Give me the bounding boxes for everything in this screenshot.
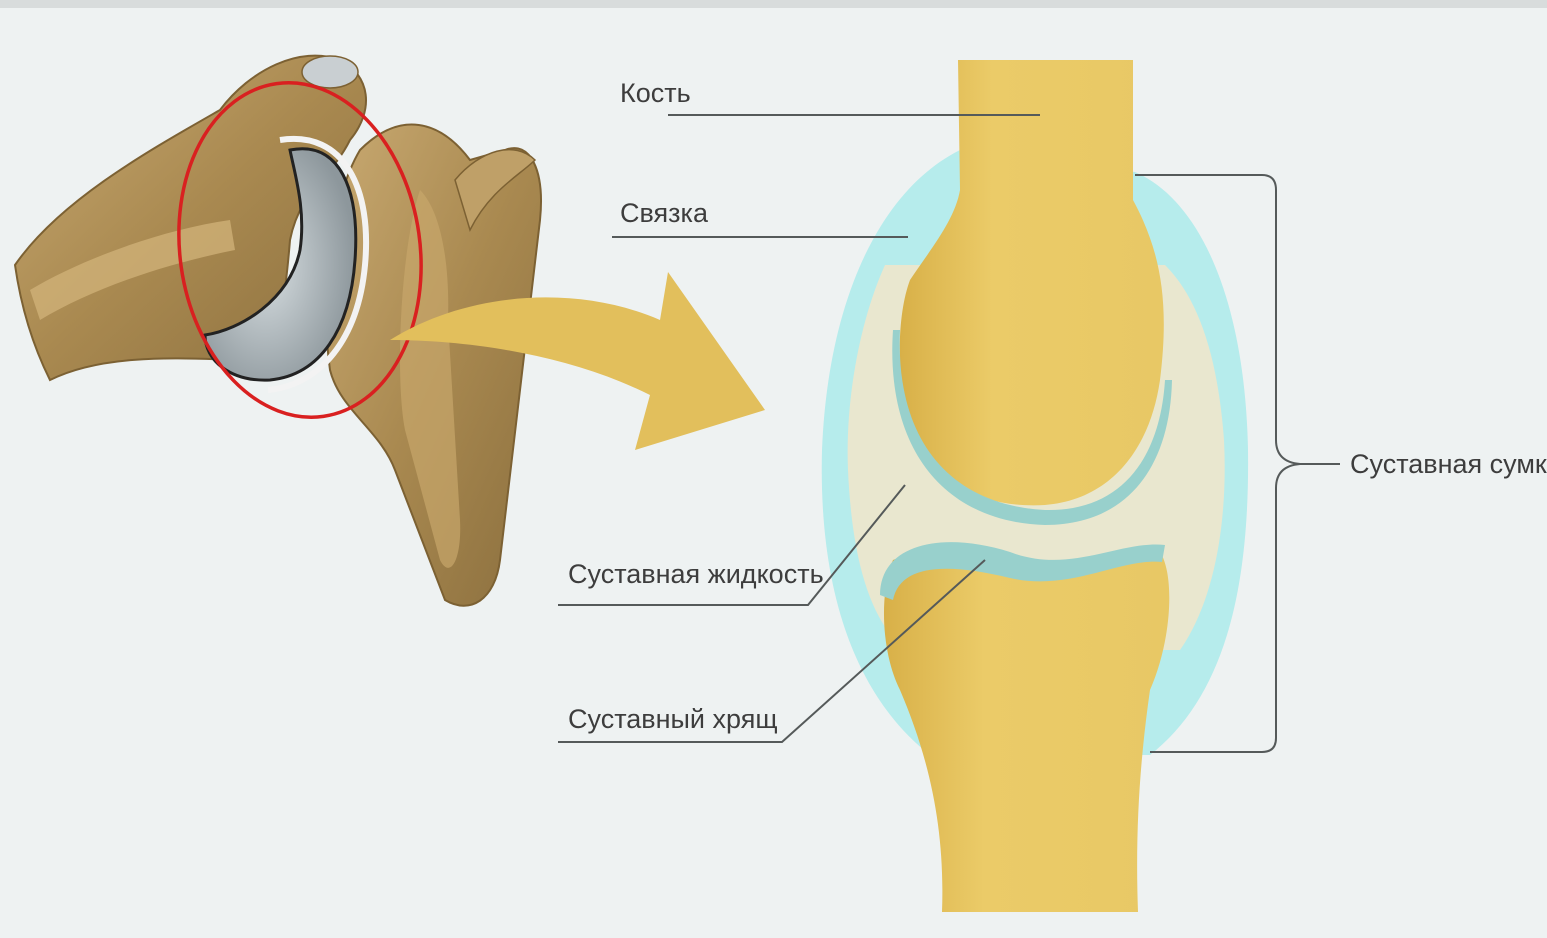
top-edge-shadow xyxy=(0,0,1547,8)
label-capsule: Суставная сумка xyxy=(1350,449,1547,479)
upper-bone-top-cartilage xyxy=(302,56,358,88)
label-synovial-fluid: Суставная жидкость xyxy=(568,559,824,589)
label-ligament: Связка xyxy=(620,198,709,228)
label-cartilage: Суставный хрящ xyxy=(568,704,778,734)
label-bone: Кость xyxy=(620,78,691,108)
